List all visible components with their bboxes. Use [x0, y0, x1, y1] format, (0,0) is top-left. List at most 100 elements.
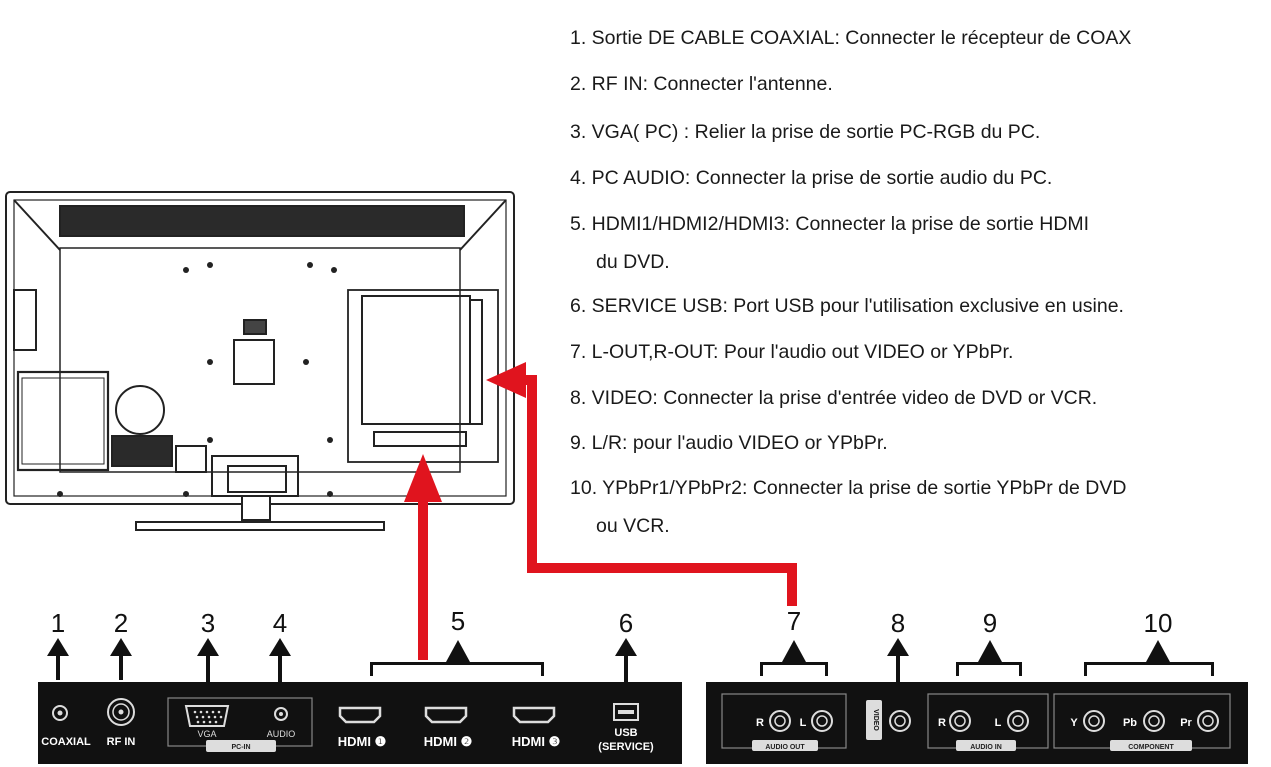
- pc-audio-label: AUDIO: [267, 729, 296, 739]
- red-arrow-head-right: [486, 362, 526, 398]
- right-connector-panel: R L AUDIO OUT VIDEO R L AUDIO IN: [706, 682, 1248, 764]
- coaxial-label: COAXIAL: [41, 736, 91, 748]
- tv-label-icon: [243, 319, 267, 335]
- component-y-port: [1083, 710, 1105, 732]
- tv-corner-line: [13, 199, 61, 251]
- legend-item-3: 3. VGA( PC) : Relier la prise de sortie …: [570, 121, 1041, 143]
- pointer-bracket-7: [760, 640, 828, 676]
- rf-in-port: RF IN: [107, 698, 136, 748]
- legend-item-4: 4. PC AUDIO: Connecter la prise de sorti…: [570, 167, 1053, 189]
- video-port: [889, 710, 911, 732]
- component-group: Y Pb Pr COMPONENT: [1053, 693, 1231, 751]
- number-7: 7: [787, 606, 801, 636]
- pc-in-label: PC-IN: [231, 744, 250, 751]
- number-5: 5: [451, 606, 465, 636]
- hdmi1-port: HDMI ❶: [338, 706, 386, 749]
- tv-io-hdmi-strip: [373, 431, 467, 447]
- red-arrow-path-right: [510, 375, 797, 606]
- tv-side-bracket: [13, 289, 37, 351]
- pointer-arrow-6: [615, 638, 637, 684]
- legend-item-9: 9. L/R: pour l'audio VIDEO or YPbPr.: [570, 432, 888, 454]
- hdmi3-port: HDMI ❸: [512, 706, 560, 749]
- audio-out-r-label: R: [756, 717, 764, 729]
- audio-in-group: R L AUDIO IN: [927, 693, 1049, 751]
- number-10: 10: [1144, 608, 1173, 638]
- hdmi2-port: HDMI ❷: [424, 706, 472, 749]
- legend-item-10: 10. YPbPr1/YPbPr2: Connecter la prise de…: [570, 477, 1127, 499]
- legend-item-1: 1. Sortie DE CABLE COAXIAL: Connecter le…: [570, 27, 1132, 49]
- component-pb-port: [1143, 710, 1165, 732]
- video-label: VIDEO: [872, 709, 879, 731]
- tv-outer-frame: [5, 191, 515, 505]
- pointer-arrow-4: [269, 638, 291, 692]
- tv-inner-frame: [13, 199, 507, 497]
- usb-port: USB (SERVICE): [598, 703, 654, 753]
- component-pb-label: Pb: [1123, 717, 1137, 729]
- audio-out-l-label: L: [800, 717, 807, 729]
- pointer-arrow-3: [197, 638, 219, 692]
- vga-label: VGA: [197, 729, 216, 739]
- legend-item-7: 7. L-OUT,R-OUT: Pour l'audio out VIDEO o…: [570, 341, 1014, 363]
- red-arrow-shaft-left: [418, 500, 428, 660]
- audio-in-label: AUDIO IN: [970, 744, 1002, 751]
- video-group: VIDEO: [866, 700, 911, 740]
- pointer-arrow-2: [110, 638, 132, 680]
- number-2: 2: [114, 608, 128, 638]
- usb-label: USB: [614, 727, 637, 739]
- hdmi3-label: HDMI ❸: [512, 734, 560, 749]
- audio-in-r-label: R: [938, 717, 946, 729]
- hdmi2-label: HDMI ❷: [424, 734, 472, 749]
- tv-io-panel-box: [361, 295, 471, 425]
- legend-item-5: 5. HDMI1/HDMI2/HDMI3: Connecter la prise…: [570, 213, 1090, 235]
- legend-item-2: 2. RF IN: Connecter l'antenne.: [570, 73, 833, 95]
- tv-rear-view: [5, 191, 515, 531]
- audio-in-r-port: [949, 710, 971, 732]
- number-6: 6: [619, 608, 633, 638]
- tv-back-panel: [59, 247, 461, 473]
- component-pr-port: [1197, 710, 1219, 732]
- tv-io-panel-outline: [347, 289, 499, 463]
- tv-vent-bottom: [111, 435, 173, 467]
- pointer-arrows: [47, 638, 1214, 692]
- pointer-bracket-10: [1084, 640, 1214, 676]
- pointer-arrow-1: [47, 638, 69, 680]
- rf-in-label: RF IN: [107, 736, 136, 748]
- component-y-label: Y: [1070, 717, 1078, 729]
- number-1: 1: [51, 608, 65, 638]
- legend-item-8: 8. VIDEO: Connecter la prise d'entrée vi…: [570, 387, 1098, 409]
- tv-io-side-strip: [469, 299, 483, 425]
- number-3: 3: [201, 608, 215, 638]
- audio-out-group: R L AUDIO OUT: [721, 693, 847, 751]
- pointer-bracket-9: [956, 640, 1022, 676]
- pointer-arrow-8: [887, 638, 909, 682]
- audio-in-l-label: L: [995, 717, 1002, 729]
- legend-item-6: 6. SERVICE USB: Port USB pour l'utilisat…: [570, 295, 1124, 317]
- pc-in-group: VGA AUDIO PC-IN: [167, 697, 313, 752]
- hdmi1-label: HDMI ❶: [338, 734, 386, 749]
- tv-stand-neck: [241, 495, 271, 521]
- tv-round-vent: [115, 385, 165, 435]
- legend-item-10-cont: ou VCR.: [596, 515, 670, 537]
- number-8: 8: [891, 608, 905, 638]
- tv-vent-top: [59, 205, 465, 237]
- component-label: COMPONENT: [1128, 744, 1174, 751]
- audio-out-label: AUDIO OUT: [765, 744, 805, 751]
- tv-speaker-inner: [21, 377, 105, 465]
- number-4: 4: [273, 608, 287, 638]
- tv-label-plate: [233, 339, 275, 385]
- red-callouts: [404, 362, 797, 660]
- callout-numbers: 1 2 3 4 5 6 7 8 9 10: [51, 606, 1173, 638]
- audio-out-l-port: [811, 710, 833, 732]
- number-9: 9: [983, 608, 997, 638]
- tv-power-socket: [175, 445, 207, 473]
- usb-service-label: (SERVICE): [598, 741, 654, 753]
- legend-item-5-cont: du DVD.: [596, 251, 670, 273]
- tv-speaker-box: [16, 370, 110, 472]
- audio-in-l-port: [1007, 710, 1029, 732]
- pc-audio-port: [274, 707, 288, 721]
- vga-port: [184, 705, 230, 727]
- coaxial-port: COAXIAL: [41, 705, 91, 748]
- audio-out-r-port: [769, 710, 791, 732]
- component-pr-label: Pr: [1180, 717, 1192, 729]
